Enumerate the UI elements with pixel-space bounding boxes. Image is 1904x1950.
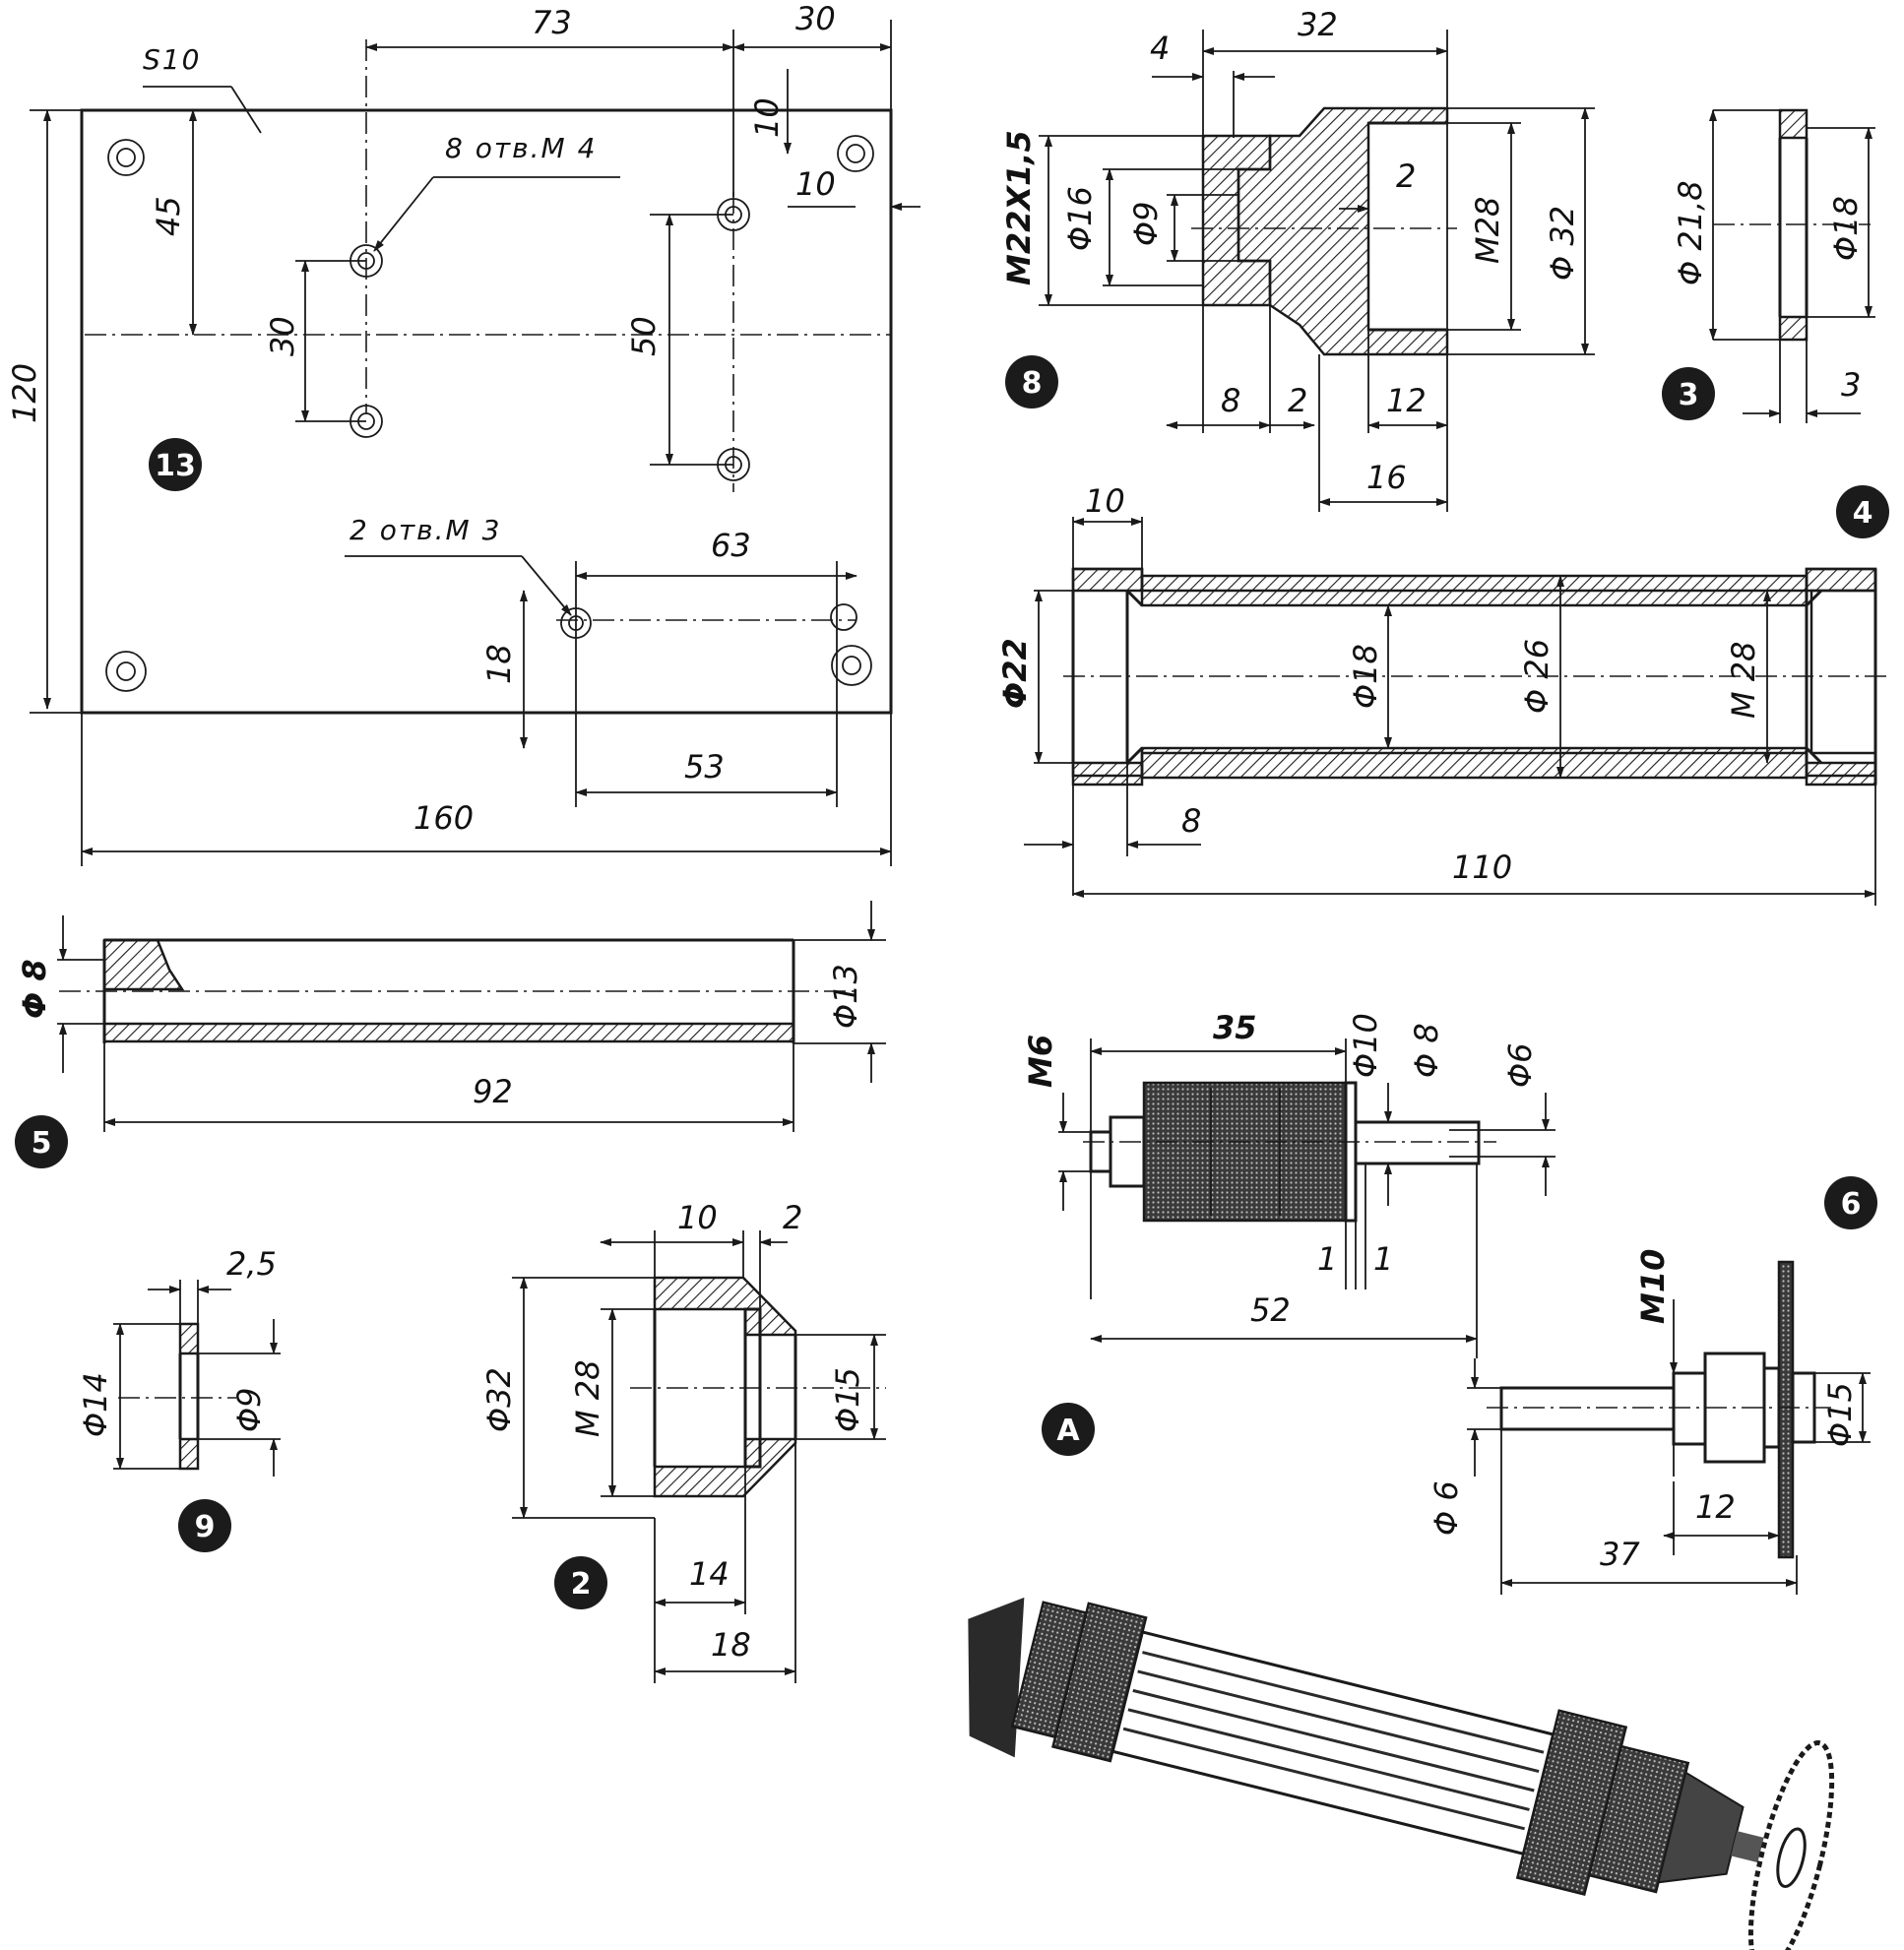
part-13-base-plate: S10 8 отв.M 4 2 отв.M 3 73 30 10 10 45 3… [6,0,920,866]
p2-dim-2: 2 [783,1199,802,1236]
p5-dim-92: 92 [473,1073,513,1110]
pA-m10: M10 [1634,1249,1672,1324]
p6-m6: M6 [1022,1035,1059,1088]
badge-8: 8 [1022,366,1043,401]
p5-d8: Φ 8 [16,959,53,1019]
p4-d26: Φ 26 [1518,639,1555,714]
p8-m28: M28 [1469,197,1506,264]
p4-m28: M 28 [1725,642,1762,720]
p6-d6: Φ6 [1501,1042,1539,1088]
p8-thread: M22X1,5 [1000,130,1038,285]
p3-dim-3: 3 [1841,366,1861,404]
dim-63: 63 [711,527,751,564]
p3-d21: Φ 21,8 [1672,180,1709,285]
p6-d8: Φ 8 [1408,1023,1445,1078]
dim-30-v: 30 [264,316,301,356]
holes-m3-label: 2 отв.M 3 [349,514,501,546]
p2-dim-10: 10 [677,1199,718,1236]
badge-a: A [1056,1414,1080,1448]
part-3-washer: Φ 21,8 Φ18 3 3 [1662,108,1875,423]
dim-30-top: 30 [795,0,836,37]
badge-9: 9 [195,1510,216,1544]
part-a-saw-arbor: M10 Φ15 Φ 6 12 37 A [1042,1249,1871,1595]
p4-dim-8: 8 [1181,802,1201,840]
dim-45: 45 [150,196,187,236]
p6-gap-1a: 1 [1317,1240,1337,1278]
pA-d15: Φ15 [1821,1382,1859,1447]
p4-dim-110: 110 [1452,849,1512,886]
dim-160: 160 [413,799,474,837]
p2-d15: Φ15 [829,1367,866,1432]
part-2-nut-cap: 10 2 Φ32 M 28 Φ15 14 18 2 [480,1199,886,1683]
p8-dim-16: 16 [1366,459,1407,496]
p8-dim-32: 32 [1298,6,1338,43]
pA-dim-37: 37 [1600,1536,1640,1573]
p9-d9: Φ9 [230,1387,268,1432]
p8-dim-8: 8 [1221,382,1240,419]
p4-d18: Φ18 [1347,644,1384,709]
p2-dim-18: 18 [711,1626,751,1664]
p8-dim-2: 2 [1396,157,1416,195]
dim-18: 18 [480,644,518,684]
dim-50: 50 [625,316,663,356]
p9-dim-2-5: 2,5 [226,1245,277,1283]
dim-10-v: 10 [748,97,786,138]
grinding-stone [1142,1081,1348,1223]
dim-120: 120 [6,363,43,423]
part-5-sleeve: Φ 8 Φ13 92 5 [15,901,886,1168]
p9-d14: Φ14 [77,1372,114,1437]
badge-6: 6 [1841,1187,1862,1222]
p6-dim-52: 52 [1250,1291,1291,1329]
p6-gap-1b: 1 [1373,1240,1393,1278]
saw-blade [1777,1260,1795,1559]
p2-d32: Φ32 [480,1367,518,1432]
badge-2: 2 [571,1567,592,1602]
badge-3: 3 [1679,378,1699,412]
p6-dim-35: 35 [1213,1009,1257,1046]
p6-d10: Φ10 [1347,1013,1384,1078]
badge-5: 5 [32,1126,52,1161]
p4-d22: Φ22 [996,638,1034,709]
p8-d9: Φ9 [1127,201,1165,246]
material-label: S10 [143,43,201,76]
dim-73: 73 [532,4,572,41]
part-8-adapter: 32 4 M22X1,5 Φ16 Φ9 2 M28 Φ 32 8 2 12 16… [1000,6,1595,512]
badge-13: 13 [155,449,196,483]
p8-dim-12: 12 [1386,382,1427,419]
holes-m4-label: 8 отв.M 4 [445,132,597,164]
wire-brush [968,1597,1025,1758]
p8-dim-4: 4 [1150,30,1170,67]
pA-dim-12: 12 [1695,1488,1736,1526]
p5-d13: Φ13 [827,964,864,1029]
badge-4: 4 [1853,496,1873,531]
part-6-arbor: 35 M6 Φ10 Φ 8 Φ6 1 1 52 6 [1022,1009,1877,1358]
part-9-washer: 2,5 Φ14 Φ9 9 [77,1245,281,1552]
dim-53: 53 [684,748,725,786]
p2-m28: M 28 [569,1360,606,1438]
part-4-tube-body: 10 Φ22 Φ18 Φ 26 M 28 8 110 4 [996,482,1890,906]
pA-d6: Φ 6 [1428,1480,1465,1536]
p8-d16: Φ16 [1061,186,1099,251]
p8-d32: Φ 32 [1544,206,1581,281]
p2-dim-14: 14 [689,1555,730,1593]
p4-dim-10: 10 [1085,482,1125,520]
dim-10-h: 10 [795,165,836,203]
assembly-illustration [968,1597,1835,1950]
p3-d18: Φ18 [1827,196,1865,261]
p8-dim-2b: 2 [1288,382,1307,419]
